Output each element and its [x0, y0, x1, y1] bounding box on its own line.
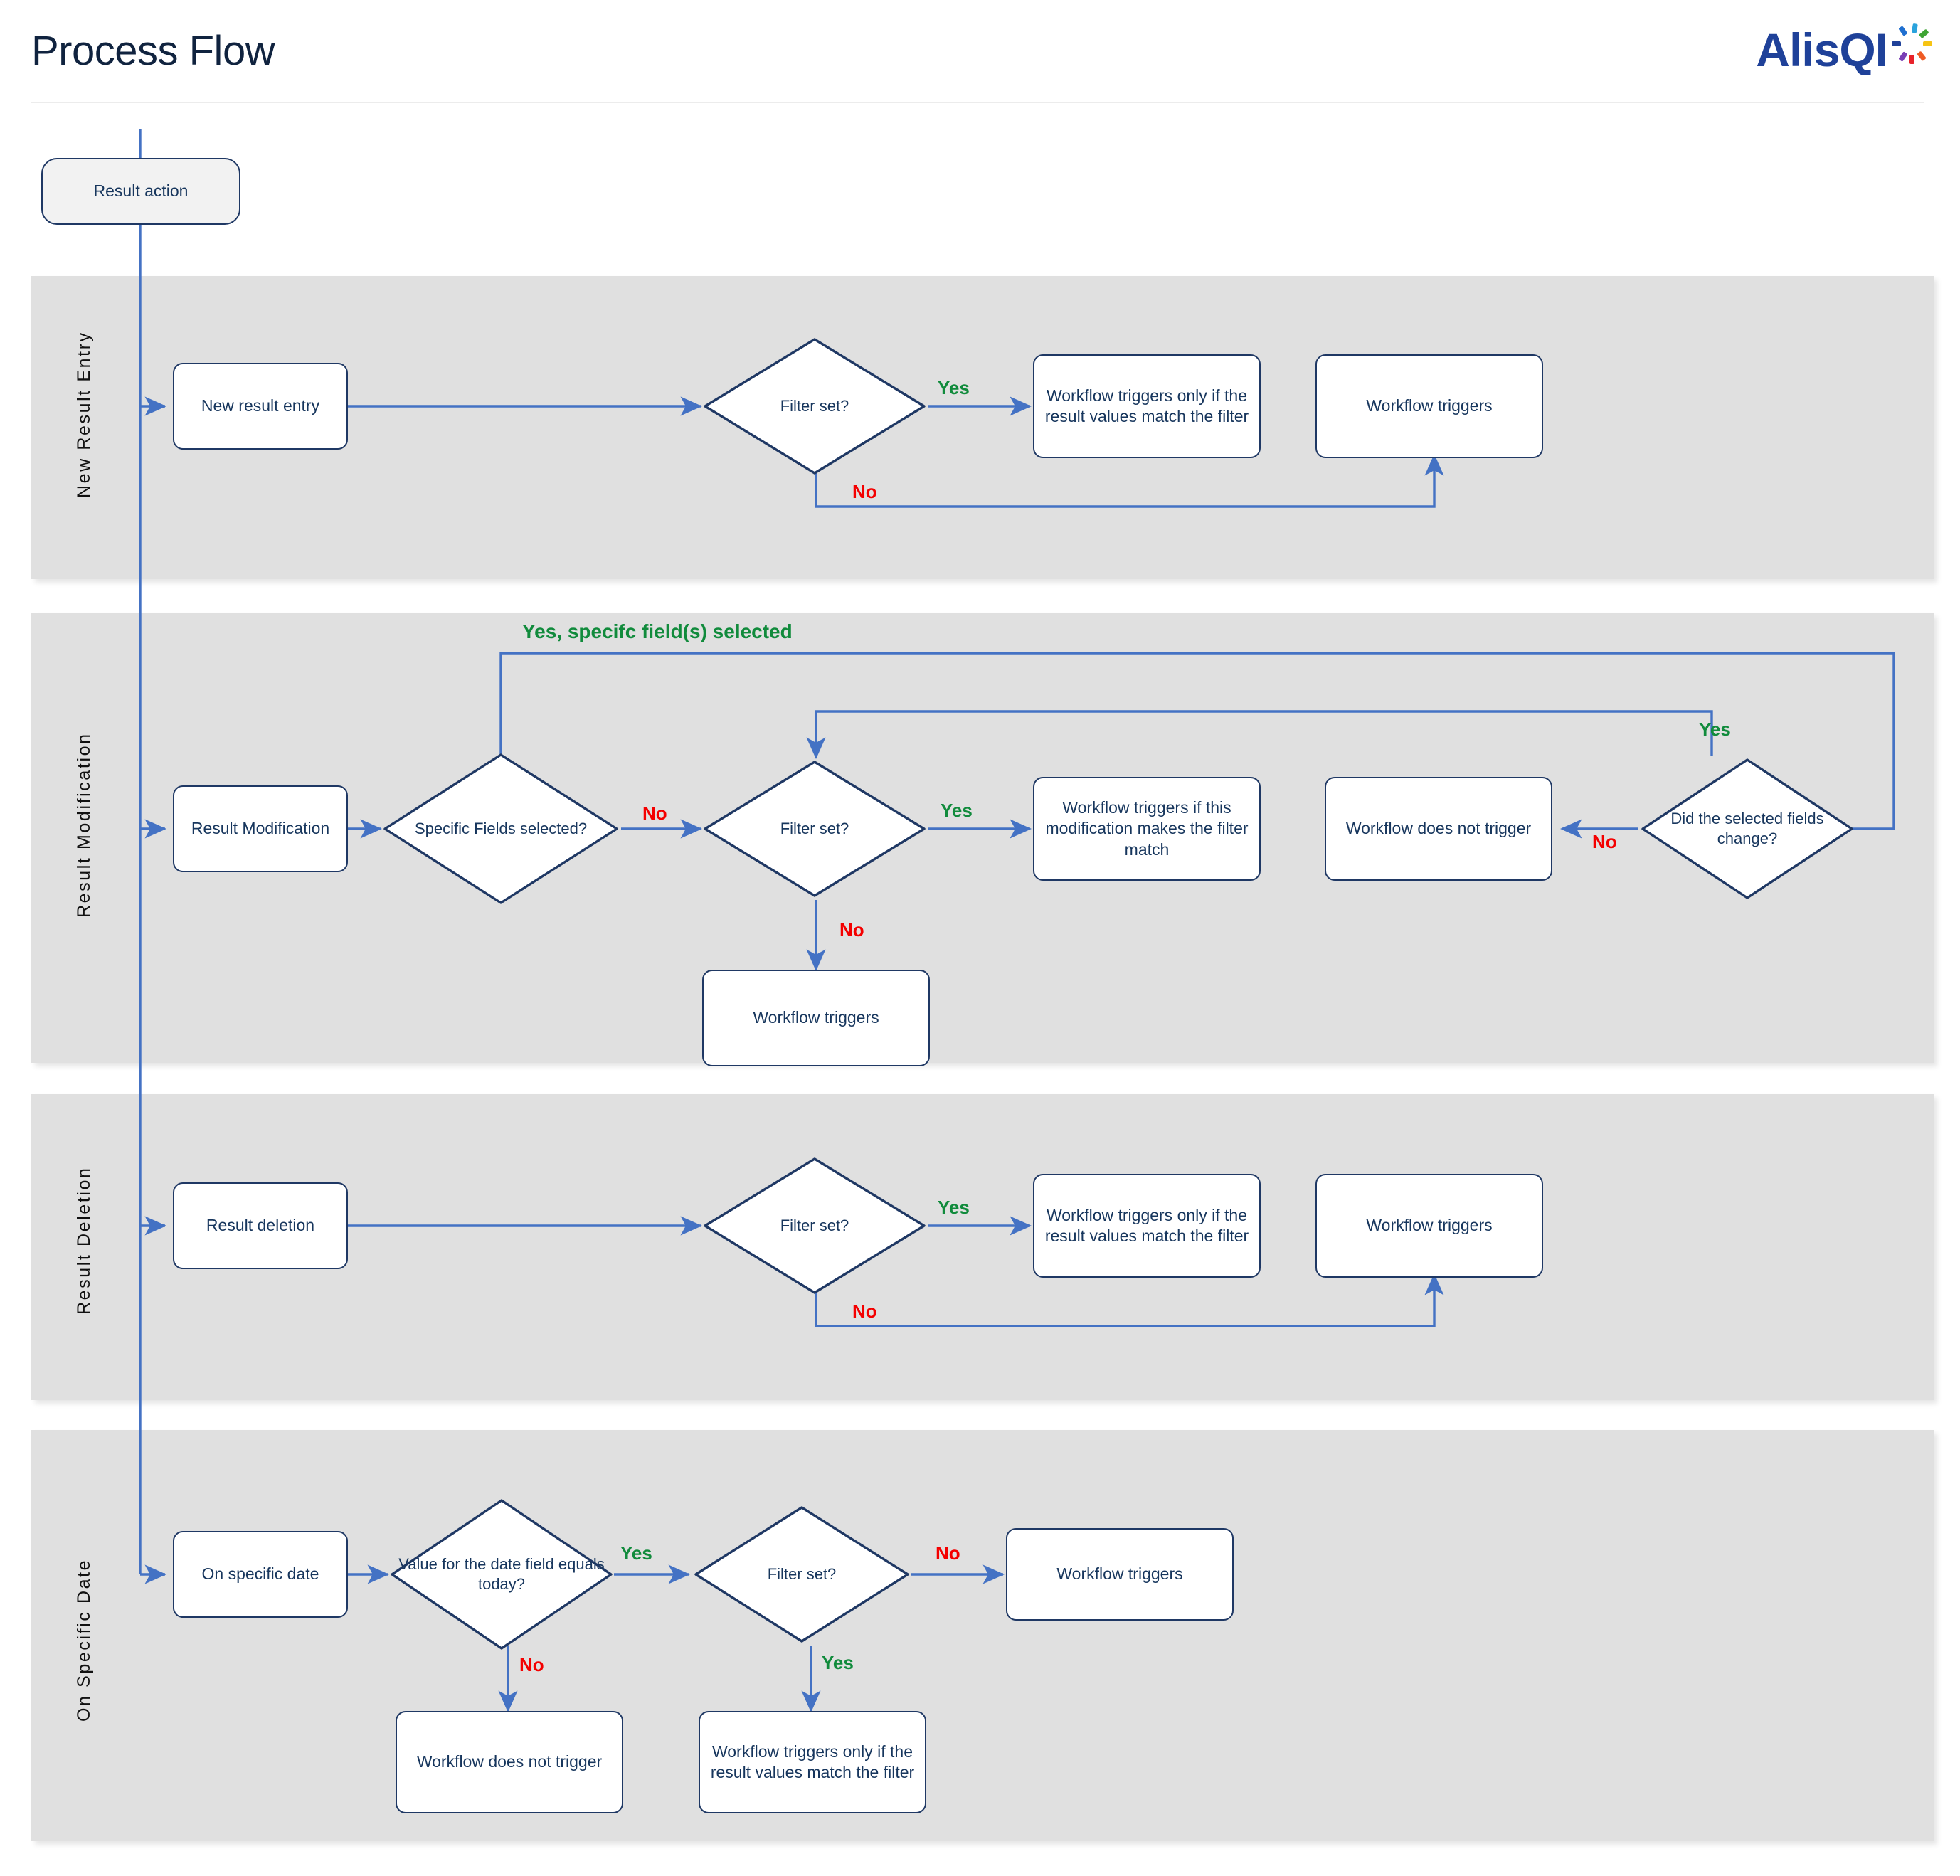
lane-on-specific-date: [31, 1430, 1934, 1841]
node-wf-triggers-entry[interactable]: Workflow triggers: [1315, 354, 1543, 458]
edge-label-yes-entry: Yes: [938, 377, 970, 398]
node-result-deletion[interactable]: Result deletion: [173, 1182, 348, 1269]
node-specific-fields-selected[interactable]: Specific Fields selected?: [381, 751, 621, 907]
node-filter-set-modification[interactable]: Filter set?: [701, 758, 928, 900]
node-new-result-entry[interactable]: New result entry: [173, 363, 348, 450]
edge-label-yes-date-today: Yes: [620, 1542, 652, 1564]
edge-label-no-filter-modification: No: [839, 919, 864, 940]
edge-label-no-deletion: No: [852, 1300, 877, 1322]
node-on-specific-date[interactable]: On specific date: [173, 1531, 348, 1618]
node-wf-triggers-filter-deletion[interactable]: Workflow triggers only if the result val…: [1033, 1174, 1261, 1278]
page-title: Process Flow: [31, 28, 275, 74]
node-result-action[interactable]: Result action: [41, 158, 240, 225]
logo-wordmark: AlisQI: [1756, 23, 1888, 76]
node-wf-triggers-date[interactable]: Workflow triggers: [1006, 1528, 1234, 1621]
node-did-selected-fields-change[interactable]: Did the selected fields change?: [1638, 756, 1856, 902]
node-label: Filter set?: [780, 1217, 849, 1235]
node-filter-set-date[interactable]: Filter set?: [692, 1503, 912, 1646]
edge-label-yes-specific-fields: Yes, specifc field(s) selected: [522, 620, 793, 642]
lane-result-modification: [31, 613, 1934, 1063]
alisqi-logo: AlisQI: [1756, 20, 1934, 80]
edge-label-yes-deletion: Yes: [938, 1197, 970, 1218]
edge-label-no-fields-change: No: [1592, 831, 1617, 852]
node-label: Filter set?: [780, 397, 849, 415]
node-filter-set-deletion[interactable]: Filter set?: [701, 1155, 928, 1297]
edge-label-yes-filter-modification: Yes: [941, 800, 973, 821]
title-divider: [31, 102, 1924, 103]
edge-label-no-filter-date: No: [936, 1542, 960, 1564]
edge-label-no-specific-fields: No: [642, 802, 667, 824]
node-wf-does-not-trigger-modification[interactable]: Workflow does not trigger: [1325, 777, 1552, 881]
edge-label-yes-fields-change: Yes: [1699, 719, 1731, 740]
node-label: Value for the date field equals today?: [398, 1555, 605, 1593]
lane-result-deletion: [31, 1094, 1934, 1400]
node-label: Filter set?: [767, 1565, 837, 1584]
node-label: Did the selected fields change?: [1670, 810, 1824, 847]
edge-label-no-date-today: No: [519, 1654, 544, 1675]
node-date-equals-today[interactable]: Value for the date field equals today?: [388, 1496, 615, 1653]
lane-new-result-entry: [31, 276, 1934, 579]
node-wf-does-not-trigger-date[interactable]: Workflow does not trigger: [396, 1711, 623, 1813]
node-wf-triggers-deletion[interactable]: Workflow triggers: [1315, 1174, 1543, 1278]
node-filter-set-entry[interactable]: Filter set?: [701, 335, 928, 477]
edge-label-yes-filter-date: Yes: [822, 1652, 854, 1673]
node-result-modification[interactable]: Result Modification: [173, 785, 348, 872]
node-wf-triggers-filter-date[interactable]: Workflow triggers only if the result val…: [699, 1711, 926, 1813]
starburst-icon: [1890, 21, 1934, 65]
node-wf-triggers-modification[interactable]: Workflow triggers: [702, 970, 930, 1066]
node-wf-triggers-filter-entry[interactable]: Workflow triggers only if the result val…: [1033, 354, 1261, 458]
edge-label-no-entry: No: [852, 481, 877, 502]
node-label: Specific Fields selected?: [414, 820, 588, 838]
node-label: Filter set?: [780, 820, 849, 838]
node-wf-triggers-if-modification[interactable]: Workflow triggers if this modification m…: [1033, 777, 1261, 881]
